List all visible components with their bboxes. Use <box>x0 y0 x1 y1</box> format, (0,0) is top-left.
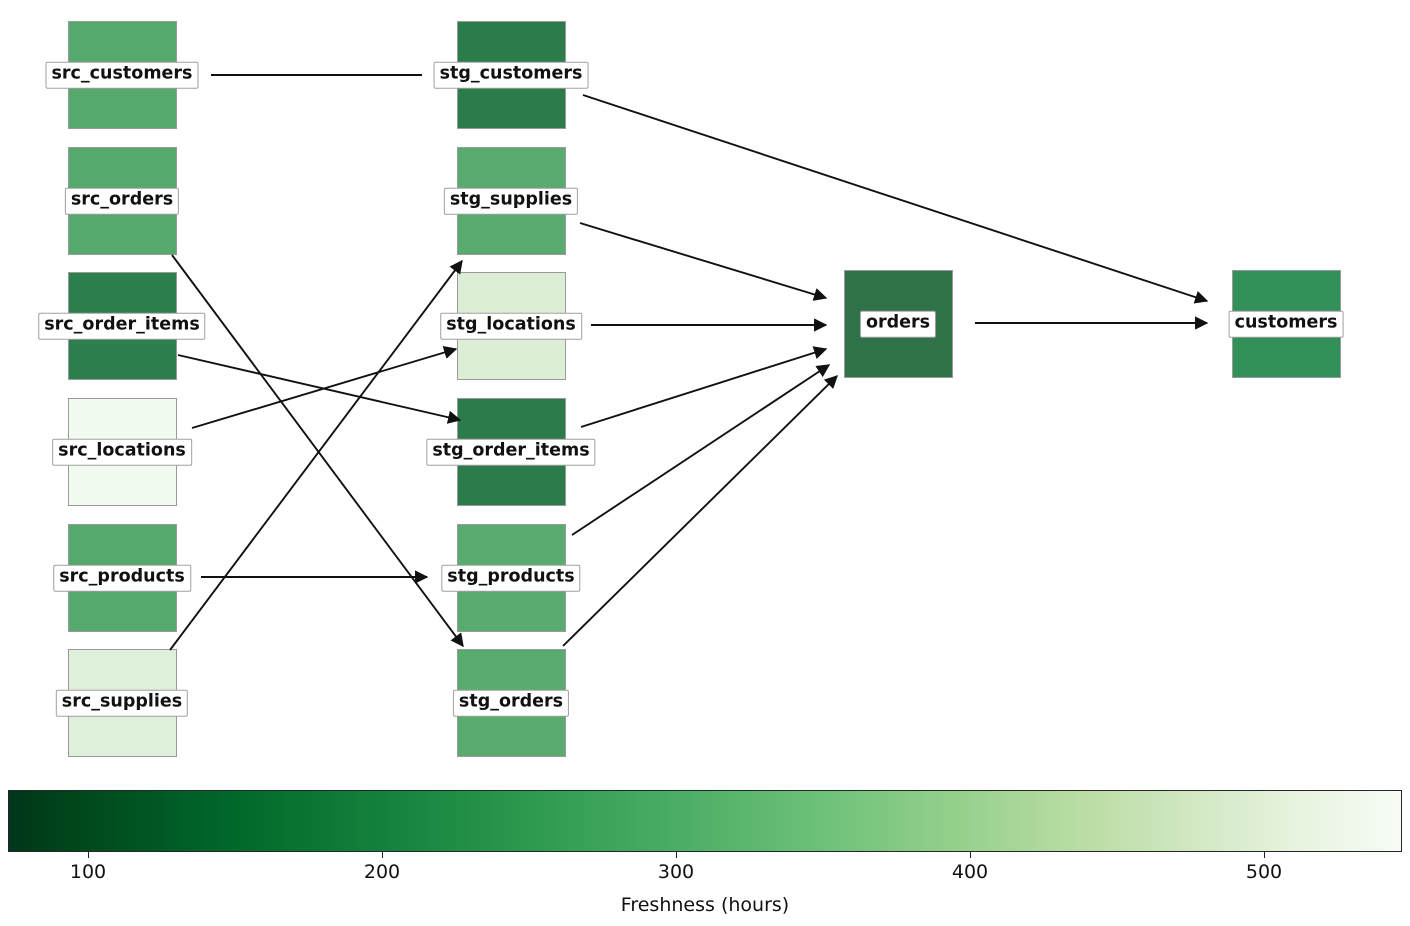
colorbar-ticklabel-100: 100 <box>69 861 107 883</box>
colorbar-tick-500 <box>1264 852 1265 858</box>
node-label-customers[interactable]: customers <box>1228 310 1344 338</box>
node-label-stg_locations[interactable]: stg_locations <box>440 312 582 340</box>
colorbar-tick-300 <box>676 852 677 858</box>
node-label-stg_products[interactable]: stg_products <box>441 564 581 592</box>
colorbar-ticklabel-400: 400 <box>951 861 989 883</box>
edge-layer <box>169 74 1209 651</box>
colorbar-tick-100 <box>88 852 89 858</box>
colorbar-gradient <box>8 790 1402 852</box>
colorbar-tick-400 <box>970 852 971 858</box>
node-label-orders[interactable]: orders <box>859 310 937 338</box>
node-label-src_locations[interactable]: src_locations <box>52 438 192 466</box>
colorbar-ticklabel-300: 300 <box>657 861 695 883</box>
edge-stg_order_items-orders <box>580 346 828 428</box>
edge-stg_products-orders <box>571 364 831 536</box>
node-label-stg_order_items[interactable]: stg_order_items <box>426 438 596 466</box>
edge-stg_supplies-orders <box>579 222 828 301</box>
node-label-stg_supplies[interactable]: stg_supplies <box>443 187 579 215</box>
edge-src_locations-stg_locations <box>191 346 458 429</box>
colorbar-ticklabel-200: 200 <box>363 861 401 883</box>
colorbar: 100 200 300 400 500 Freshness (hours) <box>0 786 1410 926</box>
edge-stg_orders-orders <box>562 375 838 647</box>
colorbar-ticklabel-500: 500 <box>1245 861 1283 883</box>
edge-src_supplies-stg_supplies <box>169 259 463 651</box>
edge-src_order_items-stg_order_items <box>177 354 462 424</box>
edge-src_orders-stg_orders <box>171 254 464 648</box>
node-label-src_order_items[interactable]: src_order_items <box>38 312 206 340</box>
node-label-src_orders[interactable]: src_orders <box>64 187 180 215</box>
node-label-src_customers[interactable]: src_customers <box>45 61 199 89</box>
lineage-graph: src_customers src_orders src_order_items… <box>38 21 1344 757</box>
node-label-src_products[interactable]: src_products <box>53 564 191 592</box>
colorbar-tick-200 <box>382 852 383 858</box>
node-label-stg_customers[interactable]: stg_customers <box>433 61 589 89</box>
node-label-stg_orders[interactable]: stg_orders <box>452 689 570 717</box>
node-label-src_supplies[interactable]: src_supplies <box>55 689 189 717</box>
colorbar-axis-label: Freshness (hours) <box>620 894 790 916</box>
edge-stg_customers-customers <box>582 94 1209 304</box>
